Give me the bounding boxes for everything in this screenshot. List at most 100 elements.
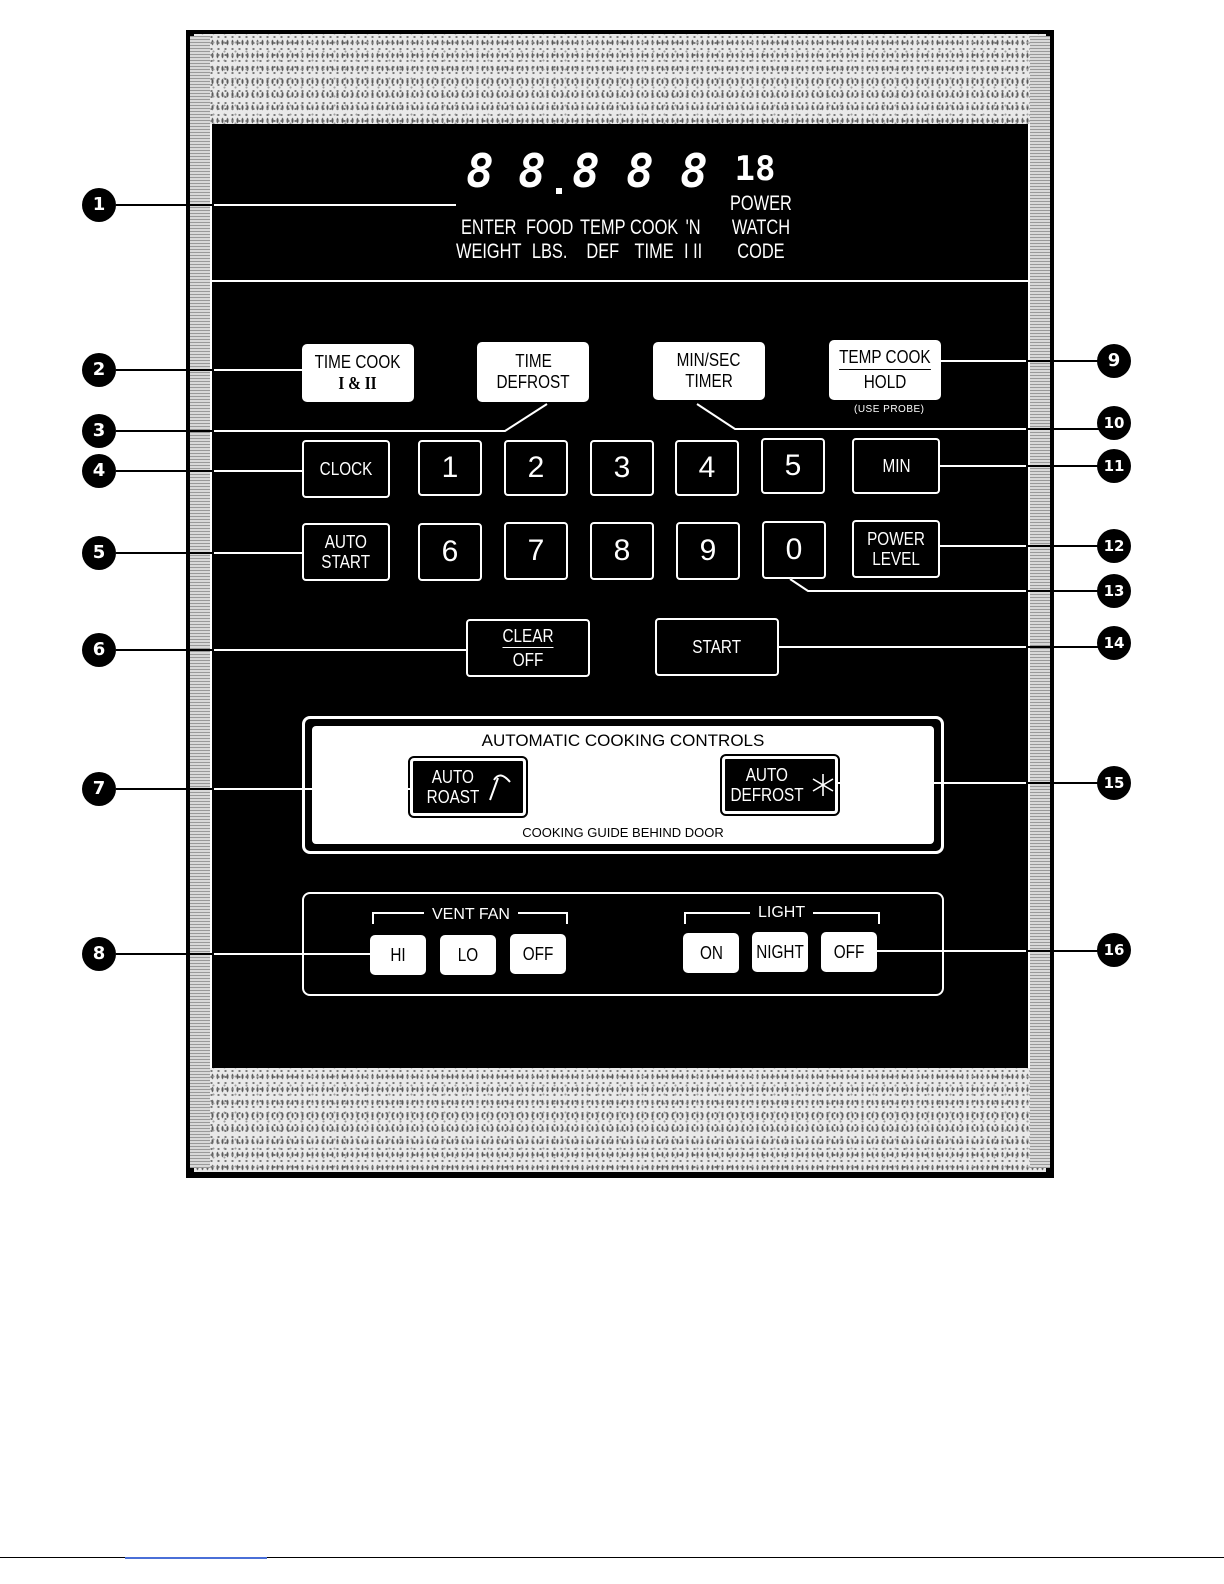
digit-button-9[interactable]: 9 (676, 522, 740, 580)
temp-cook-label-2: HOLD (863, 372, 907, 392)
auto-start-label-1: AUTO (324, 532, 368, 552)
callout-14: 14 (1097, 626, 1131, 660)
cooking-guide-note: COOKING GUIDE BEHIND DOOR (522, 825, 724, 840)
min-sec-timer-button[interactable]: MIN/SEC TIMER (653, 342, 765, 400)
auto-start-button[interactable]: AUTO START (302, 523, 390, 581)
display-digit: 8 (466, 144, 494, 198)
start-label: START (692, 637, 742, 657)
callout-16: 16 (1097, 933, 1131, 967)
panel-rail-left (190, 36, 210, 1168)
display-label-n-i-ii: 'N I II (684, 216, 703, 263)
power-level-label-1: POWER (867, 529, 925, 549)
snowflake-icon (812, 774, 834, 796)
digit-button-0[interactable]: 0 (762, 521, 826, 579)
display-label-enter-weight: ENTER WEIGHT (456, 216, 522, 263)
callout-5: 5 (82, 536, 116, 570)
digit-label: 4 (698, 451, 716, 484)
temp-cook-label-1: TEMP COOK (839, 347, 931, 370)
auto-roast-text: AUTO ROAST (422, 767, 484, 807)
auto-defrost-content: AUTO DEFROST (724, 765, 836, 805)
callout-13: 13 (1097, 574, 1131, 608)
time-defrost-label-1: TIME (514, 351, 552, 371)
time-cook-button[interactable]: TIME COOK I & II (302, 344, 414, 402)
display-label-temp-def: TEMP DEF (580, 216, 626, 263)
vent-fan-off-label: OFF (522, 943, 554, 964)
callout-7: 7 (82, 772, 116, 806)
leader-line-3 (116, 403, 548, 432)
leader-line-13 (789, 578, 1114, 592)
callout-8: 8 (82, 937, 116, 971)
display-digit: 8 (680, 144, 708, 198)
min-button[interactable]: MIN (852, 438, 940, 494)
footer-rule (0, 1557, 1224, 1558)
clear-off-label-1: CLEAR (502, 626, 554, 648)
light-off-button[interactable]: OFF (821, 932, 877, 972)
digit-button-4[interactable]: 4 (675, 440, 739, 496)
callout-6: 6 (82, 633, 116, 667)
digit-label: 6 (441, 535, 459, 568)
auto-defrost-button[interactable]: AUTO DEFROST (720, 754, 840, 816)
light-off-label: OFF (833, 941, 865, 962)
power-level-button[interactable]: POWER LEVEL (852, 520, 940, 578)
vent-fan-lo-button[interactable]: LO (440, 935, 496, 975)
display-digit: 8 (518, 144, 546, 198)
digit-label: 7 (527, 534, 545, 567)
panel-trim-bottom (194, 1068, 1046, 1172)
digit-button-8[interactable]: 8 (590, 522, 654, 580)
callout-15: 15 (1097, 766, 1131, 800)
digit-label: 8 (613, 534, 631, 567)
digit-button-1[interactable]: 1 (418, 440, 482, 496)
vent-fan-off-button[interactable]: OFF (510, 934, 566, 974)
temp-cook-hold-button[interactable]: TEMP COOK HOLD (829, 340, 941, 400)
display-digit: 8 (572, 144, 600, 198)
auto-roast-label-2: ROAST (426, 787, 480, 807)
light-night-button[interactable]: NIGHT (752, 932, 808, 972)
clock-button[interactable]: CLOCK (302, 440, 390, 498)
digit-label: 1 (441, 451, 459, 484)
callout-2: 2 (82, 353, 116, 387)
min-sec-timer-label-2: TIMER (685, 371, 733, 391)
digit-button-3[interactable]: 3 (590, 440, 654, 496)
auto-defrost-text: AUTO DEFROST (724, 765, 810, 805)
min-sec-timer-label-1: MIN/SEC (677, 350, 741, 370)
vent-fan-lo-label: LO (457, 944, 479, 965)
vent-fan-hi-button[interactable]: HI (370, 935, 426, 975)
auto-roast-button[interactable]: AUTO ROAST (408, 756, 528, 818)
time-defrost-button[interactable]: TIME DEFROST (477, 342, 589, 402)
probe-icon (489, 774, 511, 801)
digit-button-2[interactable]: 2 (504, 440, 568, 496)
power-level-label-2: LEVEL (872, 549, 920, 569)
display-digit: 8 (626, 144, 654, 198)
digit-label: 0 (785, 533, 803, 566)
digit-label: 9 (699, 534, 717, 567)
control-panel (186, 30, 1054, 1178)
callout-11: 11 (1097, 449, 1131, 483)
digit-button-6[interactable]: 6 (418, 523, 482, 581)
footer-accent-bar (125, 1557, 267, 1559)
automatic-cooking-controls-title: AUTOMATIC COOKING CONTROLS (481, 731, 765, 750)
callout-9: 9 (1097, 344, 1131, 378)
light-on-button[interactable]: ON (683, 933, 739, 973)
digit-button-7[interactable]: 7 (504, 522, 568, 580)
vent-fan-title: VENT FAN (424, 906, 518, 924)
callout-3: 3 (82, 414, 116, 448)
panel-seam-right (1028, 124, 1030, 1068)
clock-label: CLOCK (319, 459, 373, 479)
display-label-power-watch-code: POWER WATCH CODE (730, 192, 792, 263)
start-button[interactable]: START (655, 618, 779, 676)
vent-light-box (302, 892, 944, 996)
callout-1: 1 (82, 188, 116, 222)
min-label: MIN (881, 456, 911, 476)
time-cook-label-1: TIME COOK (315, 352, 401, 372)
clear-off-button[interactable]: CLEAR OFF (466, 619, 590, 677)
auto-roast-label-1: AUTO (431, 767, 475, 787)
digit-label: 3 (613, 451, 631, 484)
display-label-food-lbs: FOOD LBS. (526, 216, 574, 263)
digit-button-5[interactable]: 5 (761, 438, 825, 494)
clear-off-label-2: OFF (512, 650, 544, 670)
panel-seam-left (210, 124, 212, 1068)
display-decimal-point (556, 188, 562, 194)
callout-10: 10 (1097, 406, 1131, 440)
panel-trim-top (194, 34, 1046, 124)
